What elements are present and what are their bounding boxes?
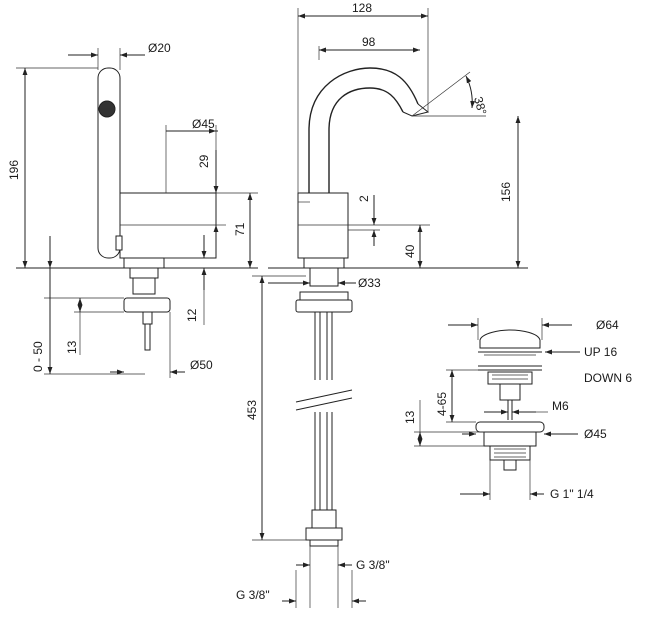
dim-h453: 453 <box>245 400 259 420</box>
dim-h13-waste: 13 <box>403 410 417 424</box>
dim-w98: 98 <box>362 35 376 49</box>
dim-angle-38: 38° <box>471 95 489 116</box>
side-view: Ø20 Ø45 196 29 71 0 - 50 13 <box>7 41 258 378</box>
dim-m6: M6 <box>552 399 569 413</box>
dim-d64: Ø64 <box>596 318 619 332</box>
dim-range-0-50: 0 - 50 <box>31 341 45 372</box>
front-view: 128 98 38° 156 2 40 Ø33 453 <box>236 1 528 608</box>
dim-h13-left: 13 <box>65 340 79 354</box>
label-down6: DOWN 6 <box>584 371 632 385</box>
dim-g1-14: G 1" 1/4 <box>550 487 594 501</box>
dim-g38-left: G 3/8" <box>236 588 270 602</box>
dim-range-4-65: 4-65 <box>435 392 449 416</box>
dim-d50: Ø50 <box>190 358 213 372</box>
dim-h29: 29 <box>197 154 211 168</box>
dim-d33: Ø33 <box>358 276 381 290</box>
dim-h156: 156 <box>499 182 513 202</box>
dim-h2: 2 <box>357 195 371 202</box>
dim-d45-waste: Ø45 <box>584 427 607 441</box>
dim-h196: 196 <box>7 160 21 180</box>
waste-detail: Ø64 UP 16 DOWN 6 4-65 M6 13 Ø45 G 1" 1/4 <box>403 318 632 501</box>
dim-d20: Ø20 <box>148 41 171 55</box>
label-up16: UP 16 <box>584 345 617 359</box>
dim-d45-top: Ø45 <box>192 117 215 131</box>
dim-h12: 12 <box>185 308 199 322</box>
dim-g38-right: G 3/8" <box>356 558 390 572</box>
dim-w128: 128 <box>352 1 372 15</box>
dim-h71: 71 <box>233 222 247 236</box>
dim-h40: 40 <box>403 244 417 258</box>
